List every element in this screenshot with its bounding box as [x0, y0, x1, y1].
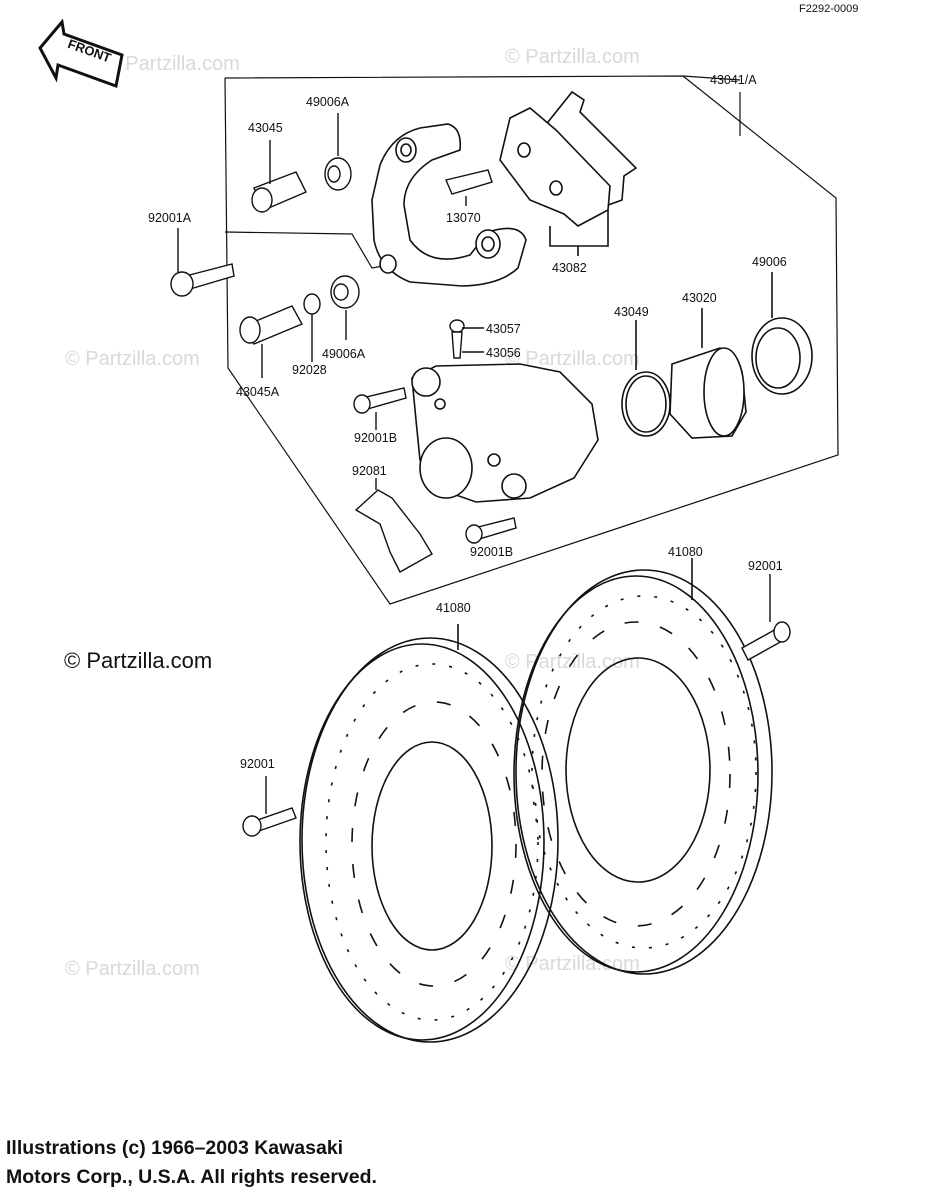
part-label-92081: 92081 [352, 464, 387, 478]
part-label-43020: 43020 [682, 291, 717, 305]
part-label-43049: 43049 [614, 305, 649, 319]
boot-49006A-mid [330, 275, 360, 340]
watermark: © Partzilla.com [505, 348, 640, 370]
part-label-92028: 92028 [292, 363, 327, 377]
front-arrow-icon: FRONT [38, 18, 124, 89]
part-label-49006A: 49006A [306, 95, 350, 109]
part-label-43082: 43082 [552, 261, 587, 275]
watermark: © Partzilla.com [105, 53, 240, 75]
brake-disc-right [513, 558, 773, 975]
part-label-43057: 43057 [486, 322, 521, 336]
footer: Illustrations (c) 1966–2003 Kawasaki Mot… [6, 1134, 377, 1192]
caliper-body [411, 363, 599, 503]
seal-43049 [621, 320, 671, 437]
part-labels: 43041/A 49006A 43045 13070 92001A 43082 … [148, 73, 787, 771]
part-label-41080: 41080 [668, 545, 703, 559]
watermark: © Partzilla.com [505, 46, 640, 68]
part-label-13070: 13070 [446, 211, 481, 225]
part-label-49006: 49006 [752, 255, 787, 269]
caliper-bracket [371, 123, 527, 287]
piston-43020 [669, 308, 747, 439]
spring-92081 [354, 478, 433, 573]
part-label-49006A: 49006A [322, 347, 366, 361]
dust-seal-49006 [751, 272, 813, 395]
part-label-92001B: 92001B [354, 431, 397, 445]
bolt-92001B-upper [353, 387, 407, 430]
part-label-92001A: 92001A [148, 211, 192, 225]
part-label-92001: 92001 [240, 757, 275, 771]
pin-43045 [251, 140, 307, 213]
part-label-41080: 41080 [436, 601, 471, 615]
part-label-92001B: 92001B [470, 545, 513, 559]
bolt-92001B-lower [465, 517, 517, 544]
part-label-43041A: 43041/A [710, 73, 757, 87]
bolt-92001-right [741, 574, 791, 661]
diagram-code: F2292-0009 [799, 3, 859, 15]
part-label-43045A: 43045A [236, 385, 280, 399]
watermark: © Partzilla.com [65, 958, 200, 980]
footer-line-1: Illustrations (c) 1966–2003 Kawasaki [6, 1137, 344, 1159]
bleeder-valve [449, 319, 484, 359]
pin-43045A [239, 305, 303, 378]
brake-disc-left [299, 624, 559, 1043]
bolt-92001-left [242, 776, 297, 837]
clip-13070 [445, 169, 493, 206]
brake-pads-43082 [499, 90, 638, 256]
watermarks: © Partzilla.com © Partzilla.com © Partzi… [65, 46, 640, 980]
sleeve-92028 [303, 293, 321, 362]
footer-line-2: Motors Corp., U.S.A. All rights reserved… [6, 1166, 377, 1188]
boot-49006A-top [324, 113, 352, 191]
watermark: © Partzilla.com [505, 953, 640, 975]
watermark: © Partzilla.com [65, 348, 200, 370]
part-label-43045: 43045 [248, 121, 283, 135]
copyright-notice: © Partzilla.com [64, 648, 213, 673]
part-label-43056: 43056 [486, 346, 521, 360]
bolt-92001A [170, 228, 235, 297]
part-label-92001: 92001 [748, 559, 783, 573]
